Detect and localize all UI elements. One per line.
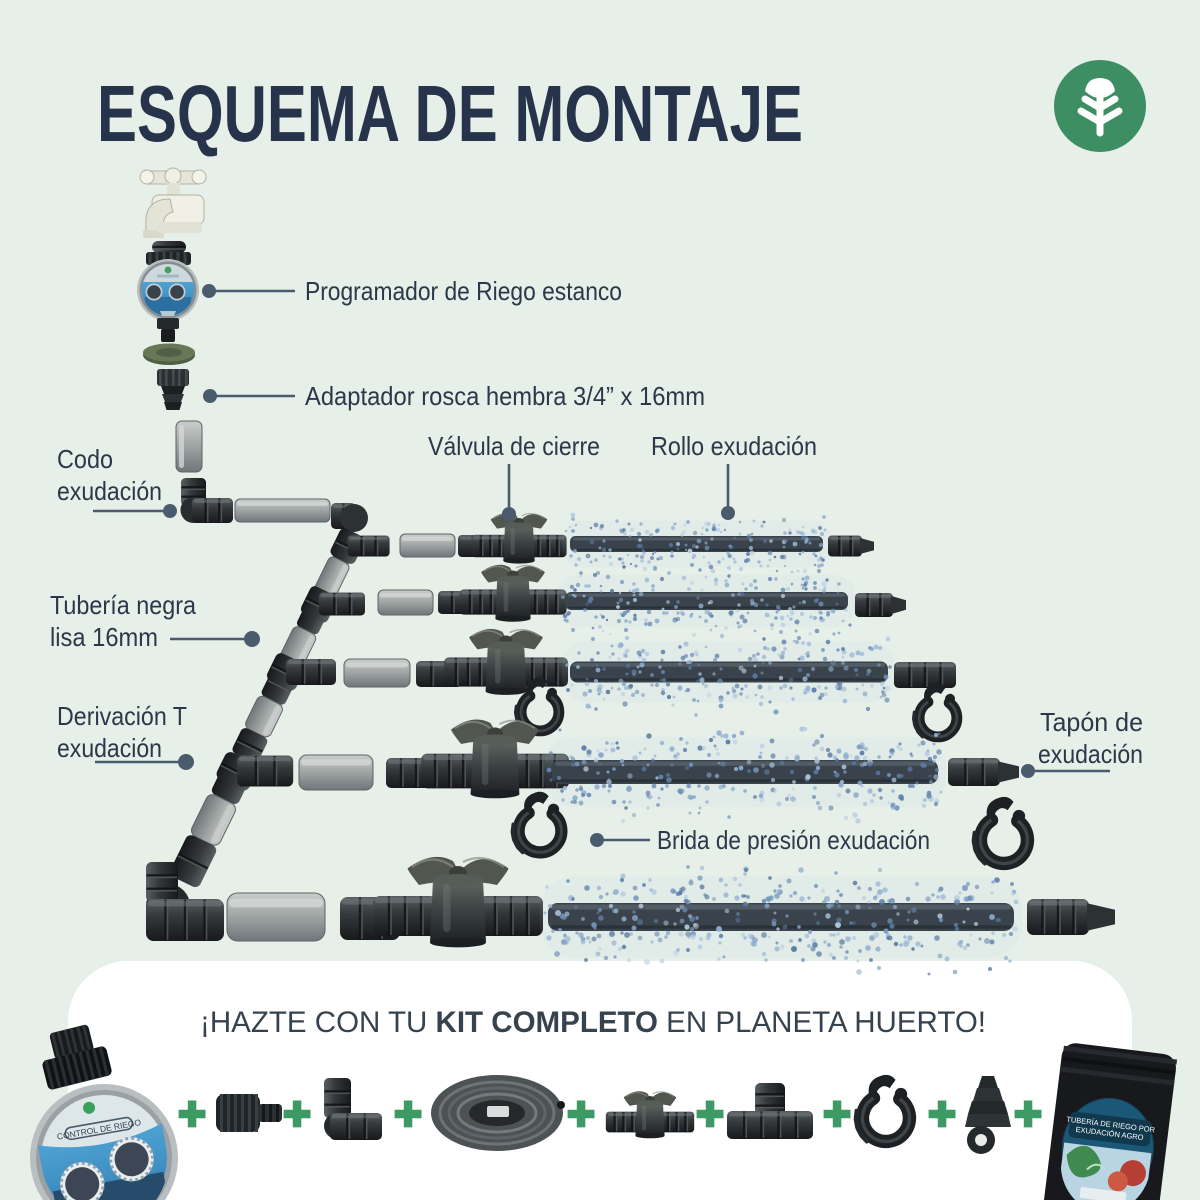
svg-text:lisa 16mm: lisa 16mm (50, 622, 158, 652)
svg-text:Derivación T: Derivación T (57, 701, 187, 731)
svg-text:ESQUEMA DE MONTAJE: ESQUEMA DE MONTAJE (97, 69, 803, 158)
svg-text:Tapón de: Tapón de (1040, 707, 1143, 737)
svg-text:exudación: exudación (1038, 739, 1143, 769)
svg-text:Programador de Riego estanco: Programador de Riego estanco (305, 276, 622, 306)
svg-text:Adaptador rosca hembra 3/4” x: Adaptador rosca hembra 3/4” x 16mm (305, 381, 705, 411)
svg-text:Rollo exudación: Rollo exudación (651, 431, 817, 461)
svg-text:Brida de presión exudación: Brida de presión exudación (657, 825, 930, 855)
svg-text:exudación: exudación (57, 733, 162, 763)
svg-text:exudación: exudación (57, 476, 162, 506)
svg-text:¡HAZTE CON TU KIT COMPLETO EN: ¡HAZTE CON TU KIT COMPLETO EN PLANETA HU… (200, 1006, 986, 1039)
svg-text:Válvula de cierre: Válvula de cierre (428, 431, 600, 461)
svg-text:Tubería negra: Tubería negra (50, 590, 196, 620)
svg-text:Codo: Codo (57, 444, 113, 474)
